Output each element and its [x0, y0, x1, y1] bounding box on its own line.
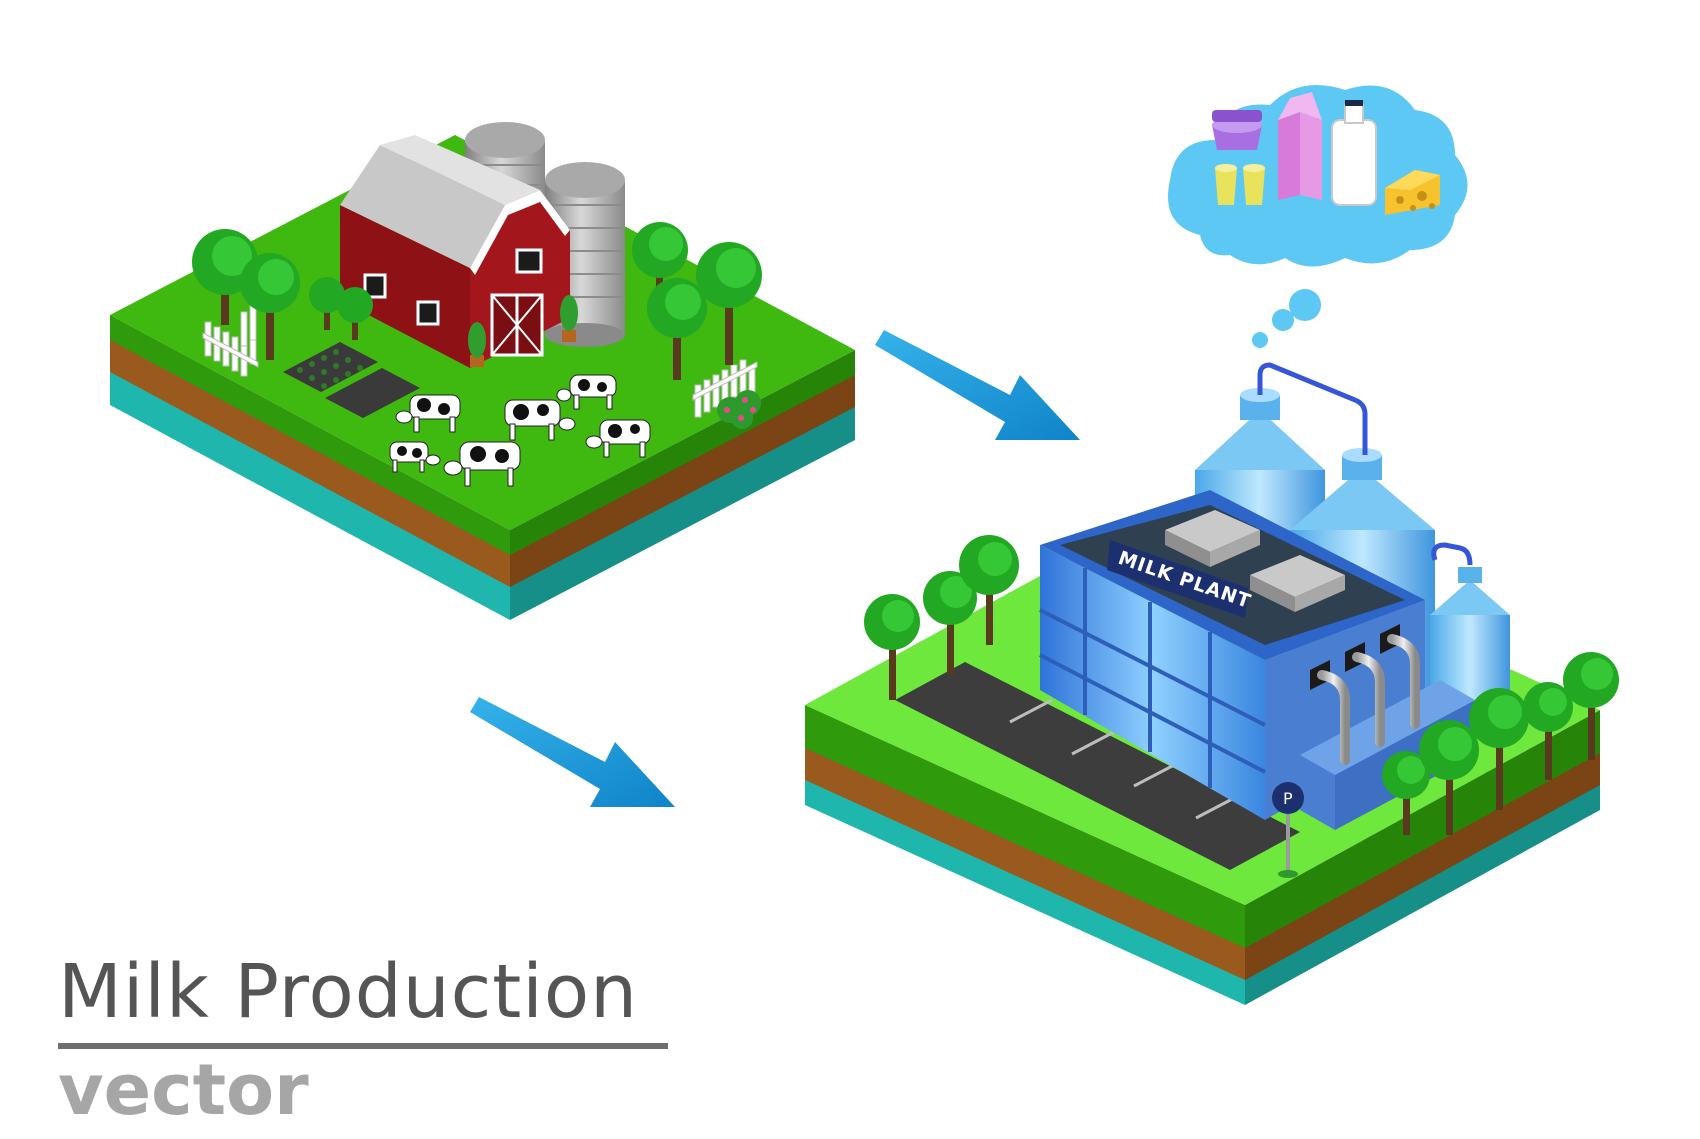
crop-fields: [283, 342, 420, 418]
milk-carton-icon: [1278, 92, 1322, 200]
caption-subtitle: vector: [58, 1049, 309, 1131]
caption-title: Milk Production: [58, 949, 639, 1035]
dairy-products: [1212, 92, 1440, 215]
plant-annex: [1300, 755, 1335, 830]
farm-grass-side: [110, 315, 510, 555]
caption: Milk Production vector: [58, 955, 678, 1125]
yogurt-tub-icon: [1212, 110, 1262, 150]
cow-herd: [389, 374, 651, 487]
farm-soil-layer-right: [510, 365, 855, 587]
caption-divider: [58, 1043, 668, 1049]
cow: [389, 441, 441, 473]
milk-bottle-icon: [1331, 100, 1377, 206]
arrow-lower: [470, 697, 675, 807]
rooftop-unit: [1165, 510, 1260, 567]
cow: [395, 394, 461, 433]
connecting-pipes: [1257, 362, 1473, 566]
fence-left: [202, 305, 259, 377]
fence-right: [692, 359, 758, 418]
cheese-wedge-icon: [1385, 170, 1440, 215]
potted-shrub-left: [468, 322, 486, 367]
parking-sign-text: P: [1283, 789, 1293, 808]
plant-island: [805, 510, 1600, 1005]
parking-sign: P: [1272, 782, 1304, 878]
cow: [443, 441, 521, 487]
steel-pipes: [1317, 634, 1420, 765]
plant-trees: [864, 535, 1619, 835]
yogurt-cups-icon: [1215, 164, 1265, 205]
red-barn: [340, 135, 570, 368]
potted-shrub-right: [560, 295, 578, 342]
rooftop-unit: [1250, 555, 1345, 612]
cow: [585, 419, 651, 458]
farm-soil-layer: [110, 330, 510, 587]
plant-grass-side: [805, 705, 1245, 948]
farm-trees: [192, 222, 762, 429]
plant-soil-layer: [805, 740, 1245, 980]
cow: [556, 374, 617, 410]
arrow-farm-to-plant: [875, 330, 1080, 440]
cow: [504, 399, 576, 441]
farm-grass-side-right: [510, 350, 855, 555]
